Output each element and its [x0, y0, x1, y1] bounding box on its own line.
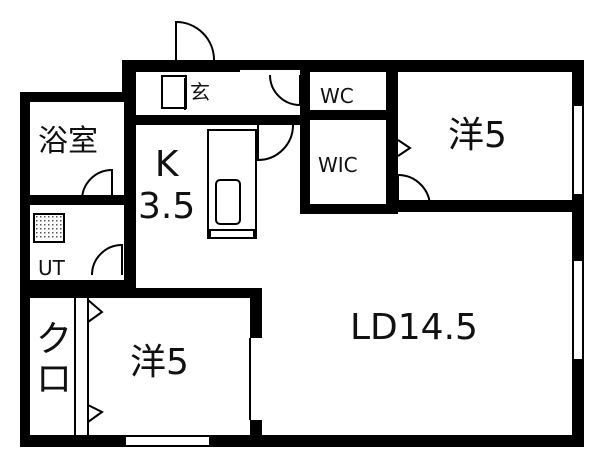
- kitchen-letter: K: [154, 144, 179, 185]
- kitchen-label: K 3.5: [138, 147, 195, 225]
- fixtures: [33, 129, 257, 243]
- closet-label-bottom: ロ: [36, 359, 73, 400]
- western-room-bottom-label: 洋5: [130, 342, 189, 383]
- windows: [124, 70, 584, 447]
- interior-walls: [30, 72, 576, 440]
- bathroom-label: 浴室: [38, 124, 98, 159]
- toilet-label: WC: [320, 84, 354, 108]
- kitchen-size: 3.5: [138, 186, 196, 227]
- living-dining-label: LD14.5: [350, 307, 478, 348]
- doors: [74, 20, 431, 435]
- western-room-top-label: 洋5: [448, 115, 507, 156]
- utility-label: UT: [38, 256, 65, 280]
- closet-label-top: ク: [36, 319, 73, 360]
- closet-label: ク ロ: [36, 322, 72, 398]
- entrance-label: 玄: [190, 80, 210, 104]
- walk-in-closet-label: WIC: [318, 153, 358, 177]
